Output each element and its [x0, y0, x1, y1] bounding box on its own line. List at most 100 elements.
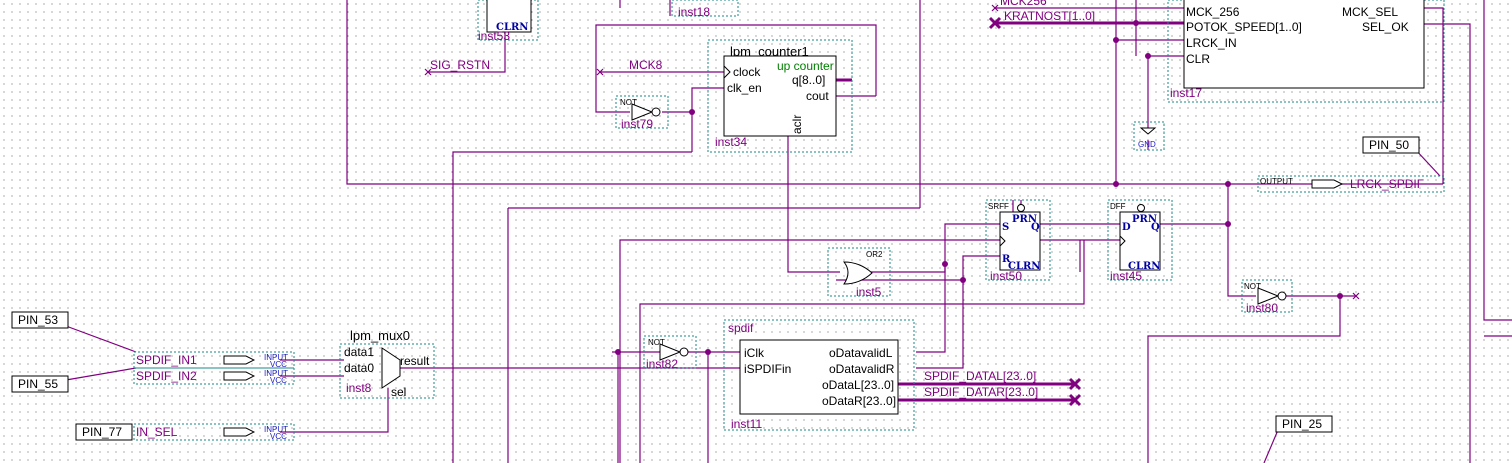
mux-inst-label: inst8	[346, 381, 372, 395]
spdif-port-iclk: iClk	[744, 346, 765, 360]
inst53-flipflop[interactable]: CLRN inst53	[477, 0, 539, 43]
in-sel-vcc: VCC	[270, 432, 287, 441]
inst45-q: Q	[1151, 222, 1160, 233]
spdif-port-odatavalidr: oDatavalidR	[829, 362, 895, 376]
mux-port-data1: data1	[344, 345, 374, 359]
counter-port-cout: cout	[806, 89, 829, 103]
inst82-type: NOT	[648, 338, 665, 347]
inst45-prn: PRN	[1132, 214, 1157, 225]
top-inst-label: inst17	[1170, 86, 1202, 100]
spdif-datar-label: SPDIF_DATAR[23..0]	[924, 385, 1038, 399]
no-connect-markers	[424, 4, 1360, 407]
top-port-mck256: MCK_256	[1186, 5, 1240, 19]
sig-rstn-label: SIG_RSTN	[430, 58, 490, 72]
inst50-type: SRFF	[988, 202, 1009, 211]
spdif-port-ispdifin: iSPDIFin	[744, 362, 791, 376]
in-sel-label: IN_SEL	[136, 425, 178, 439]
spdif-in2-input: INPUT	[264, 369, 288, 378]
counter-inst-label: inst34	[715, 135, 747, 149]
inst45-d: D	[1122, 222, 1131, 233]
spdif-block[interactable]: spdif iClk iSPDIFin oDatavalidL oDataval…	[723, 319, 915, 431]
inst50-r: R	[1002, 254, 1011, 265]
spdif-port-odatavalidl: oDatavalidL	[829, 346, 893, 360]
wires	[65, 0, 1512, 463]
spdif-port-odatal: oDataL[23..0]	[822, 378, 894, 392]
srff-inst50[interactable]: SRFF PRN S Q R CLRN inst50	[985, 199, 1051, 283]
input-in-sel[interactable]: IN_SEL INPUT VCC	[133, 423, 295, 441]
inst53-label: inst53	[478, 29, 510, 43]
inst50-s: S	[1002, 222, 1009, 233]
spdif-in2-label: SPDIF_IN2	[136, 369, 197, 383]
gnd-label: GND	[1138, 140, 1156, 149]
mux-port-sel: sel	[391, 385, 406, 399]
kratnost-label: KRATNOST[1..0]	[1004, 9, 1095, 23]
top-port-potok-speed: POTOK_SPEED[1..0]	[1186, 20, 1302, 34]
counter-title: lpm_counter1	[730, 44, 809, 59]
pin77-box: PIN_77	[75, 423, 133, 441]
not-gate-inst82[interactable]: NOT inst82	[643, 335, 697, 371]
inst5-label: inst5	[856, 285, 882, 299]
input-spdif-in1[interactable]: SPDIF_IN1 INPUT VCC	[133, 351, 295, 369]
inst18-block[interactable]: inst18	[671, 0, 739, 19]
pin77-label: PIN_77	[82, 425, 122, 439]
inst45-clrn: CLRN	[1128, 261, 1160, 272]
inst53-clrn: CLRN	[496, 22, 528, 33]
inst79-type: NOT	[620, 98, 637, 107]
inst50-label: inst50	[990, 269, 1022, 283]
pin53-box: PIN_53	[11, 311, 69, 329]
counter-port-clk-en: clk_en	[727, 81, 762, 95]
gnd-symbol: GND	[1133, 121, 1165, 151]
not-gate-inst80[interactable]: NOT inst80	[1241, 279, 1293, 315]
pin55-label: PIN_55	[18, 377, 58, 391]
inst50-clrn: CLRN	[1008, 261, 1040, 272]
inst5-type: OR2	[866, 250, 883, 259]
mck8-label: MCK8	[629, 58, 663, 72]
inst45-type: DFF	[1110, 202, 1126, 211]
counter-port-q: q[8..0]	[792, 73, 825, 87]
inst45-label: inst45	[1110, 269, 1142, 283]
pin50-output[interactable]: PIN_50 OUTPUT LRCK_SPDIF	[1257, 136, 1445, 193]
dff-inst45[interactable]: DFF PRN D Q CLRN inst45	[1107, 199, 1173, 283]
counter-port-clock: clock	[733, 65, 761, 79]
spdif-in1-label: SPDIF_IN1	[136, 353, 197, 367]
mux-port-data0: data0	[344, 361, 374, 375]
mux-block[interactable]: lpm_mux0 data1 data0 result sel inst8	[339, 328, 435, 399]
or-gate-inst5[interactable]: OR2 inst5	[827, 247, 891, 299]
pin25-box: PIN_25	[1275, 415, 1333, 433]
counter-subtitle: up counter	[777, 59, 834, 73]
mux-title: lpm_mux0	[350, 328, 410, 343]
output-label: OUTPUT	[1260, 177, 1293, 186]
pin55-box: PIN_55	[11, 375, 69, 393]
pin50-label: PIN_50	[1369, 138, 1409, 152]
top-control-block[interactable]: MCK_256 POTOK_SPEED[1..0] LRCK_IN CLR MC…	[1167, 0, 1445, 103]
lrck-spdif-label: LRCK_SPDIF	[1350, 177, 1424, 191]
inst18-label: inst18	[678, 5, 710, 19]
inst50-q: Q	[1031, 222, 1040, 233]
spdif-inst-label: inst11	[731, 417, 762, 431]
input-spdif-in2[interactable]: SPDIF_IN2 INPUT VCC	[133, 367, 295, 385]
top-port-sel-ok: SEL_OK	[1362, 20, 1409, 34]
inst80-label: inst80	[1246, 301, 1278, 315]
spdif-title: spdif	[728, 321, 754, 335]
not-gate-inst79[interactable]: NOT inst79	[615, 95, 669, 131]
top-port-lrck-in: LRCK_IN	[1186, 36, 1237, 50]
mux-port-result: result	[400, 354, 430, 368]
spdif-in1-vcc: VCC	[270, 360, 287, 369]
pin25-label: PIN_25	[1282, 417, 1322, 431]
spdif-in2-vcc: VCC	[270, 376, 287, 385]
mck256-label: MCK256	[1000, 0, 1047, 8]
spdif-port-odatar: oDataR[23..0]	[822, 394, 896, 408]
inst79-label: inst79	[621, 117, 653, 131]
counter-port-aclr: aclr	[790, 115, 804, 134]
junctions	[615, 20, 1343, 355]
spdif-datal-label: SPDIF_DATAL[23..0]	[924, 369, 1036, 383]
inst50-prn: PRN	[1012, 214, 1037, 225]
in-sel-input: INPUT	[264, 425, 288, 434]
inst82-label: inst82	[646, 357, 678, 371]
top-port-mck-sel: MCK_SEL	[1342, 5, 1398, 19]
counter-block[interactable]: lpm_counter1 up counter clock clk_en q[8…	[707, 39, 853, 153]
inst80-type: NOT	[1244, 282, 1261, 291]
spdif-in1-input: INPUT	[264, 353, 288, 362]
pin53-label: PIN_53	[18, 313, 58, 327]
